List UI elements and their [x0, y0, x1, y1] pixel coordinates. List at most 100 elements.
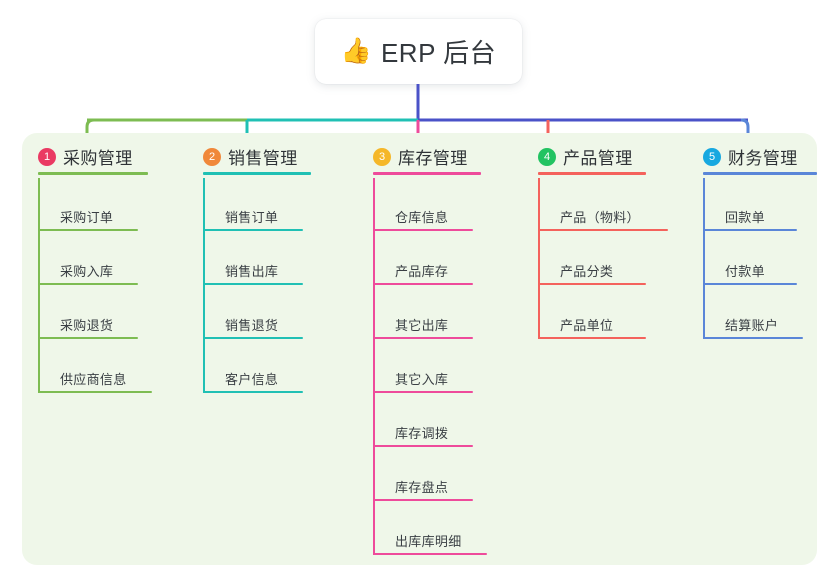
branch-spine: [703, 178, 705, 339]
branch-header-库存管理[interactable]: 3 库存管理: [373, 144, 468, 169]
branch-spine: [373, 178, 375, 555]
leaf-item-label: 其它出库: [395, 318, 449, 333]
branch-index-badge: 4: [538, 147, 556, 166]
leaf-item-label: 客户信息: [225, 372, 279, 387]
leaf-item-label: 供应商信息: [60, 372, 127, 387]
leaf-item-rule: [538, 283, 646, 285]
leaf-item-label: 库存盘点: [395, 480, 449, 495]
branch-header-rule: [38, 172, 148, 175]
leaf-item-rule: [373, 445, 473, 447]
leaf-item-label: 采购入库: [60, 264, 114, 279]
leaf-item-rule: [703, 337, 803, 339]
leaf-item[interactable]: 销售出库: [203, 255, 303, 285]
leaf-item[interactable]: 产品（物料）: [538, 201, 668, 231]
leaf-item-label: 采购退货: [60, 318, 114, 333]
leaf-item-label: 销售订单: [225, 210, 279, 225]
branch-index-badge: 2: [203, 147, 221, 166]
leaf-item-label: 结算账户: [725, 318, 779, 333]
leaf-item[interactable]: 出库库明细: [373, 525, 487, 555]
branch-spine: [38, 178, 40, 393]
root-node-content: 👍 ERP 后台: [341, 33, 496, 70]
leaf-item-rule: [38, 283, 138, 285]
branch-header-rule: [373, 172, 481, 175]
branch-column-销售管理: 2 销售管理销售订单销售出库销售退货客户信息: [203, 133, 353, 565]
leaf-item-label: 出库库明细: [395, 534, 462, 549]
leaf-item-label: 库存调拨: [395, 426, 449, 441]
leaf-item-label: 回款单: [725, 210, 765, 225]
leaf-item-rule: [538, 229, 668, 231]
leaf-item-rule: [38, 337, 138, 339]
leaf-item-rule: [373, 229, 473, 231]
leaf-item-label: 其它入库: [395, 372, 449, 387]
leaf-item[interactable]: 采购退货: [38, 309, 138, 339]
leaf-item-label: 产品分类: [560, 264, 614, 279]
branch-header-rule: [538, 172, 646, 175]
branches-panel: [22, 133, 817, 565]
branch-spine: [203, 178, 205, 393]
branch-index-badge: 1: [38, 147, 56, 166]
leaf-item-rule: [373, 391, 473, 393]
leaf-item[interactable]: 客户信息: [203, 363, 303, 393]
leaf-item[interactable]: 产品分类: [538, 255, 646, 285]
leaf-item[interactable]: 其它入库: [373, 363, 473, 393]
branch-title: 采购管理: [63, 149, 133, 168]
leaf-item[interactable]: 产品库存: [373, 255, 473, 285]
leaf-item-label: 采购订单: [60, 210, 114, 225]
branch-column-产品管理: 4 产品管理产品（物料） 产品分类产品单位: [538, 133, 688, 565]
leaf-item-rule: [38, 391, 152, 393]
leaf-item[interactable]: 销售订单: [203, 201, 303, 231]
thumbs-up-emoji: 👍: [340, 37, 372, 65]
branch-title: 销售管理: [228, 149, 298, 168]
leaf-item-label: 付款单: [725, 264, 765, 279]
branch-header-产品管理[interactable]: 4 产品管理: [538, 144, 633, 169]
leaf-item[interactable]: 采购入库: [38, 255, 138, 285]
leaf-item-label: 产品库存: [395, 264, 449, 279]
branch-title: 库存管理: [398, 149, 468, 168]
root-node-title: ERP 后台: [380, 38, 497, 68]
leaf-item-rule: [703, 229, 797, 231]
leaf-item[interactable]: 回款单: [703, 201, 797, 231]
leaf-item[interactable]: 库存调拨: [373, 417, 473, 447]
branch-column-库存管理: 3 库存管理仓库信息产品库存其它出库其它入库库存调拨库存盘点出库库明细: [373, 133, 523, 565]
leaf-item-rule: [203, 337, 303, 339]
leaf-item[interactable]: 结算账户: [703, 309, 803, 339]
leaf-item-label: 仓库信息: [395, 210, 449, 225]
leaf-item-label: 产品单位: [560, 318, 614, 333]
branch-title: 产品管理: [563, 149, 633, 168]
branch-header-采购管理[interactable]: 1 采购管理: [38, 144, 133, 169]
leaf-item-rule: [373, 499, 473, 501]
branch-column-采购管理: 1 采购管理采购订单采购入库采购退货供应商信息: [38, 133, 188, 565]
branch-header-rule: [703, 172, 817, 175]
leaf-item-rule: [203, 391, 303, 393]
leaf-item-rule: [373, 337, 473, 339]
leaf-item[interactable]: 采购订单: [38, 201, 138, 231]
leaf-item[interactable]: 库存盘点: [373, 471, 473, 501]
leaf-item-rule: [703, 283, 797, 285]
leaf-item-rule: [38, 229, 138, 231]
leaf-item-rule: [373, 553, 487, 555]
leaf-item[interactable]: 产品单位: [538, 309, 646, 339]
leaf-item-label: 销售出库: [225, 264, 279, 279]
leaf-item-label: 销售退货: [225, 318, 279, 333]
branch-index-badge: 5: [703, 147, 721, 166]
drop-line-1: [85, 118, 95, 152]
leaf-item-rule: [203, 229, 303, 231]
root-node-card[interactable]: 👍 ERP 后台: [315, 19, 522, 84]
leaf-item-label: 产品（物料）: [560, 210, 640, 225]
drop-line-5: [740, 118, 750, 152]
leaf-item[interactable]: 供应商信息: [38, 363, 152, 393]
leaf-item[interactable]: 销售退货: [203, 309, 303, 339]
branch-spine: [538, 178, 540, 339]
leaf-item-rule: [203, 283, 303, 285]
leaf-item-rule: [538, 337, 646, 339]
leaf-item[interactable]: 付款单: [703, 255, 797, 285]
leaf-item[interactable]: 其它出库: [373, 309, 473, 339]
branch-header-rule: [203, 172, 311, 175]
branch-index-badge: 3: [373, 147, 391, 166]
branch-header-销售管理[interactable]: 2 销售管理: [203, 144, 298, 169]
leaf-item[interactable]: 仓库信息: [373, 201, 473, 231]
